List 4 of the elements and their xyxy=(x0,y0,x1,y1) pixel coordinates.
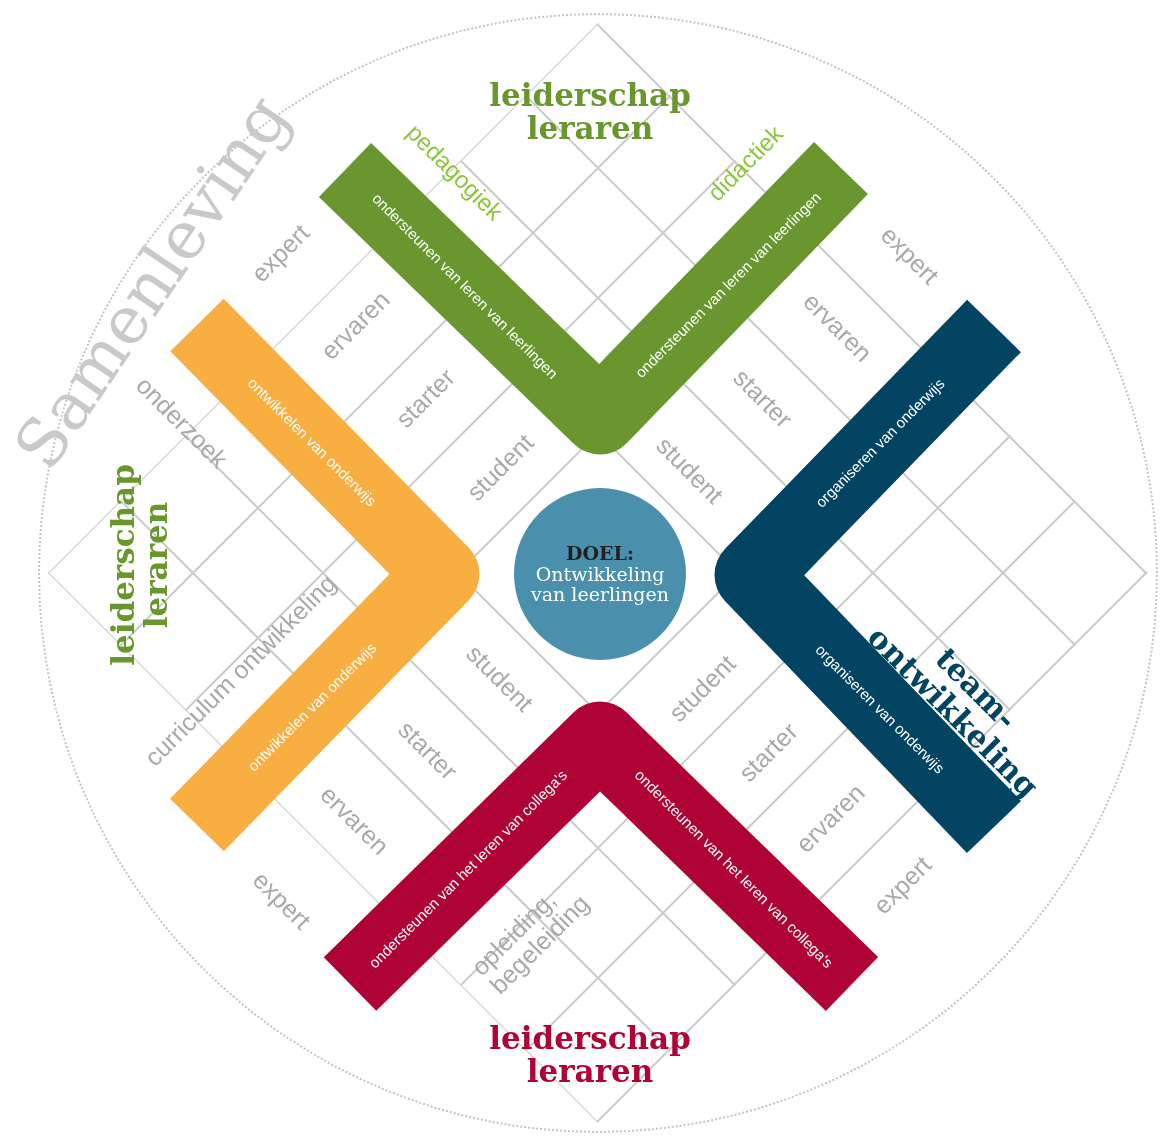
pillar-heading: leiderschap leraren xyxy=(489,79,691,145)
goal-heading: DOEL: xyxy=(566,542,634,564)
pillar-heading: leiderschap leraren xyxy=(489,1022,691,1088)
goal-text: Ontwikkeling van leerlingen xyxy=(530,563,670,606)
